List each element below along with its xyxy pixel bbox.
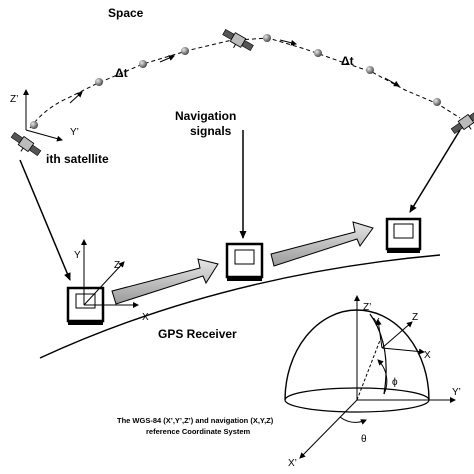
sphere-axis-y-prime-label: Y’ bbox=[452, 387, 461, 398]
satellite-axes bbox=[23, 89, 63, 142]
sphere-axis-x-prime-label: X’ bbox=[288, 458, 297, 469]
signal-arrow-left bbox=[19, 159, 71, 281]
receiver-icon-3 bbox=[385, 217, 422, 253]
sat-axis-y-label: Y’ bbox=[70, 127, 79, 138]
receiver-icon-1 bbox=[66, 286, 105, 325]
space-label: Space bbox=[108, 6, 144, 20]
satellite-orbit bbox=[29, 37, 461, 129]
satellite-icon bbox=[222, 28, 254, 52]
receiver-axes bbox=[81, 239, 139, 308]
navigation-signals-label-line2: signals bbox=[190, 124, 232, 138]
orbit-point bbox=[314, 49, 322, 57]
rx-axis-z-label: Z bbox=[114, 260, 120, 271]
delta-t-label-right: Δt bbox=[341, 54, 354, 68]
orbit-positions bbox=[30, 34, 441, 129]
sphere-local-z-label: Z bbox=[412, 312, 418, 323]
orbit-point bbox=[433, 98, 441, 106]
rx-axis-y-label: Y bbox=[74, 250, 81, 261]
signal-arrows bbox=[19, 129, 461, 281]
satellite-icon bbox=[450, 109, 474, 135]
earth-hemisphere bbox=[284, 295, 456, 459]
phi-label: ϕ bbox=[392, 377, 398, 388]
orbit-point bbox=[263, 34, 271, 42]
sat-axis-z-label: Z’ bbox=[10, 94, 18, 105]
satellite-icon bbox=[10, 131, 42, 157]
motion-arrow-1 bbox=[111, 258, 219, 305]
sphere-local-y-label: Y bbox=[373, 317, 380, 328]
orbit-point bbox=[181, 47, 189, 55]
sphere-axis-z-label: Z’ bbox=[363, 302, 371, 313]
earth-surface bbox=[39, 254, 441, 359]
navigation-signals-label-line1: Navigation bbox=[175, 109, 236, 123]
gps-receiver-label: GPS Receiver bbox=[158, 327, 237, 341]
caption-line1: The WGS-84 (X’,Y’,Z’) and navigation (X,… bbox=[117, 416, 274, 425]
orbit-point bbox=[139, 60, 147, 68]
orbit-point bbox=[366, 66, 374, 74]
sphere-local-x-label: X bbox=[424, 350, 431, 361]
theta-label: θ bbox=[361, 434, 367, 445]
delta-t-label-left: Δt bbox=[115, 66, 128, 80]
receiver-icon-2 bbox=[225, 242, 264, 281]
orbit-point bbox=[95, 78, 103, 86]
rx-axis-x-label: X bbox=[142, 312, 149, 323]
ith-satellite-label: ith satellite bbox=[46, 152, 109, 166]
signal-arrow-right bbox=[409, 129, 461, 213]
caption-line2: reference Coordinate System bbox=[146, 427, 251, 436]
motion-arrow-2 bbox=[270, 221, 374, 267]
orbit-point bbox=[30, 121, 38, 129]
